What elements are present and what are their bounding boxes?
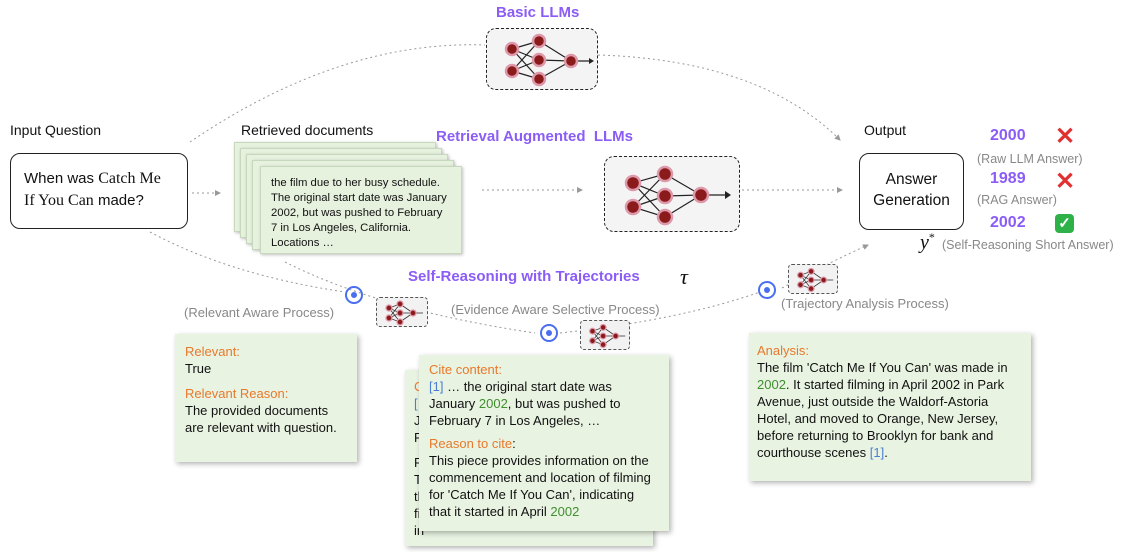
back-letter: J [414,413,421,428]
retrieved-document-text: the film due to her busy schedule. The o… [271,177,447,249]
reasoning-trajectory-line [149,231,346,293]
question-title-part1: Catch Me [98,170,161,187]
evidence-process-target-icon [540,324,558,342]
neural-network-icon [624,165,731,226]
back-letter: R [414,454,653,471]
check-icon: ✓ [1055,214,1074,233]
star-symbol: * [928,230,935,244]
question-title-part2: If You Can [24,192,94,209]
cite-year: 2002 [478,396,508,411]
basic-llm-network-box [486,28,598,90]
cite-card: Cite content: [1] … the original start d… [419,355,669,531]
reason-heading-text: Reason to cite [429,436,513,451]
analysis-text-c: . [884,445,888,460]
analysis-text-a: The film 'Catch Me If You Can' was made … [757,360,1008,375]
rag-llms-title: Retrieval Augmented LLMs [436,128,633,145]
answer-box-line2: Generation [873,192,950,209]
tau-symbol: τ [680,264,688,289]
answer-box-line1: Answer [885,171,938,188]
cite-text-b: , but was pushed to February 7 in Los An… [429,396,621,428]
analysis-text: The film 'Catch Me If You Can' was made … [757,359,1023,461]
reason-text: This piece provides information on the c… [429,453,651,519]
y-star-symbol: y* [920,230,935,255]
output-label: Output [864,122,907,138]
analysis-year: 2002 [757,377,786,392]
evidence-aware-process-label: (Evidence Aware Selective Process) [451,302,660,317]
question-suffix: made? [93,192,144,209]
relevant-heading: Relevant: [185,344,240,359]
trajectory-process-target-icon [758,281,776,299]
relevant-aware-process-label: (Relevant Aware Process) [184,305,335,320]
reason-year: 2002 [550,504,580,519]
analysis-ref: [1] [869,445,885,460]
self-reasoning-title: Self-Reasoning with Trajectories [408,268,640,285]
question-prefix: When was [24,170,99,187]
analysis-text-b: . It started filming in April 2002 in Pa… [757,377,1005,460]
back-letter: T [414,472,422,487]
raw-llm-answer-value: 2000 [990,127,1026,144]
back-letter: C [414,378,653,395]
retrieved-document-front: the film due to her busy schedule. The o… [260,166,462,254]
self-reasoning-answer-value: 2002 [990,214,1026,231]
self-reasoning-answer-caption: (Self-Reasoning Short Answer) [942,238,1114,252]
relevant-value: True [185,361,212,376]
evidence-mini-network-icon [580,320,630,350]
rag-answer-caption: (RAG Answer) [977,193,1057,207]
relevant-card: Relevant: True Relevant Reason: The prov… [175,334,357,462]
analysis-card: Analysis: The film 'Catch Me If You Can'… [749,333,1031,481]
relevant-mini-network-icon [376,297,428,327]
answer-generation-box: Answer Generation [859,153,964,230]
basic-to-output-line [189,44,486,143]
cite-content-text: [1] … the original start date was Januar… [429,378,659,429]
input-question-box: When was Catch Me If You Can made? [10,153,188,229]
raw-llm-answer-caption: (Raw LLM Answer) [977,152,1083,166]
trajectory-analysis-process-label: (Trajectory Analysis Process) [781,296,949,311]
neural-network-icon [504,33,594,87]
analysis-heading: Analysis: [757,343,810,358]
rag-answer-value: 1989 [990,170,1026,187]
basic-llms-title: Basic LLMs [496,4,580,21]
cite-text-a: … the original start date was January [429,379,612,411]
relevant-reason-text: The provided documents are relevant with… [185,403,337,435]
back-letter: [ [414,396,418,411]
cite-content-heading: Cite content: [429,362,502,377]
rag-llm-network-box [604,156,740,232]
relevant-process-target-icon [345,286,363,304]
wrong-x-icon: ✕ [1055,123,1076,150]
y-symbol: y [920,231,929,254]
reason-to-cite-heading: Reason to cite: [429,435,659,452]
relevant-reason-heading: Relevant Reason: [185,386,289,401]
input-question-label: Input Question [10,122,102,138]
back-letter: F [414,430,422,445]
back-letter: fi [414,506,421,521]
retrieved-documents-label: Retrieved documents [241,122,374,138]
cite-ref: [1] [429,379,444,394]
trajectory-mini-network-icon [788,264,838,294]
reason-heading-colon: : [512,436,516,451]
reason-to-cite-text: This piece provides information on the c… [429,452,659,520]
wrong-x-icon: ✕ [1055,168,1076,195]
